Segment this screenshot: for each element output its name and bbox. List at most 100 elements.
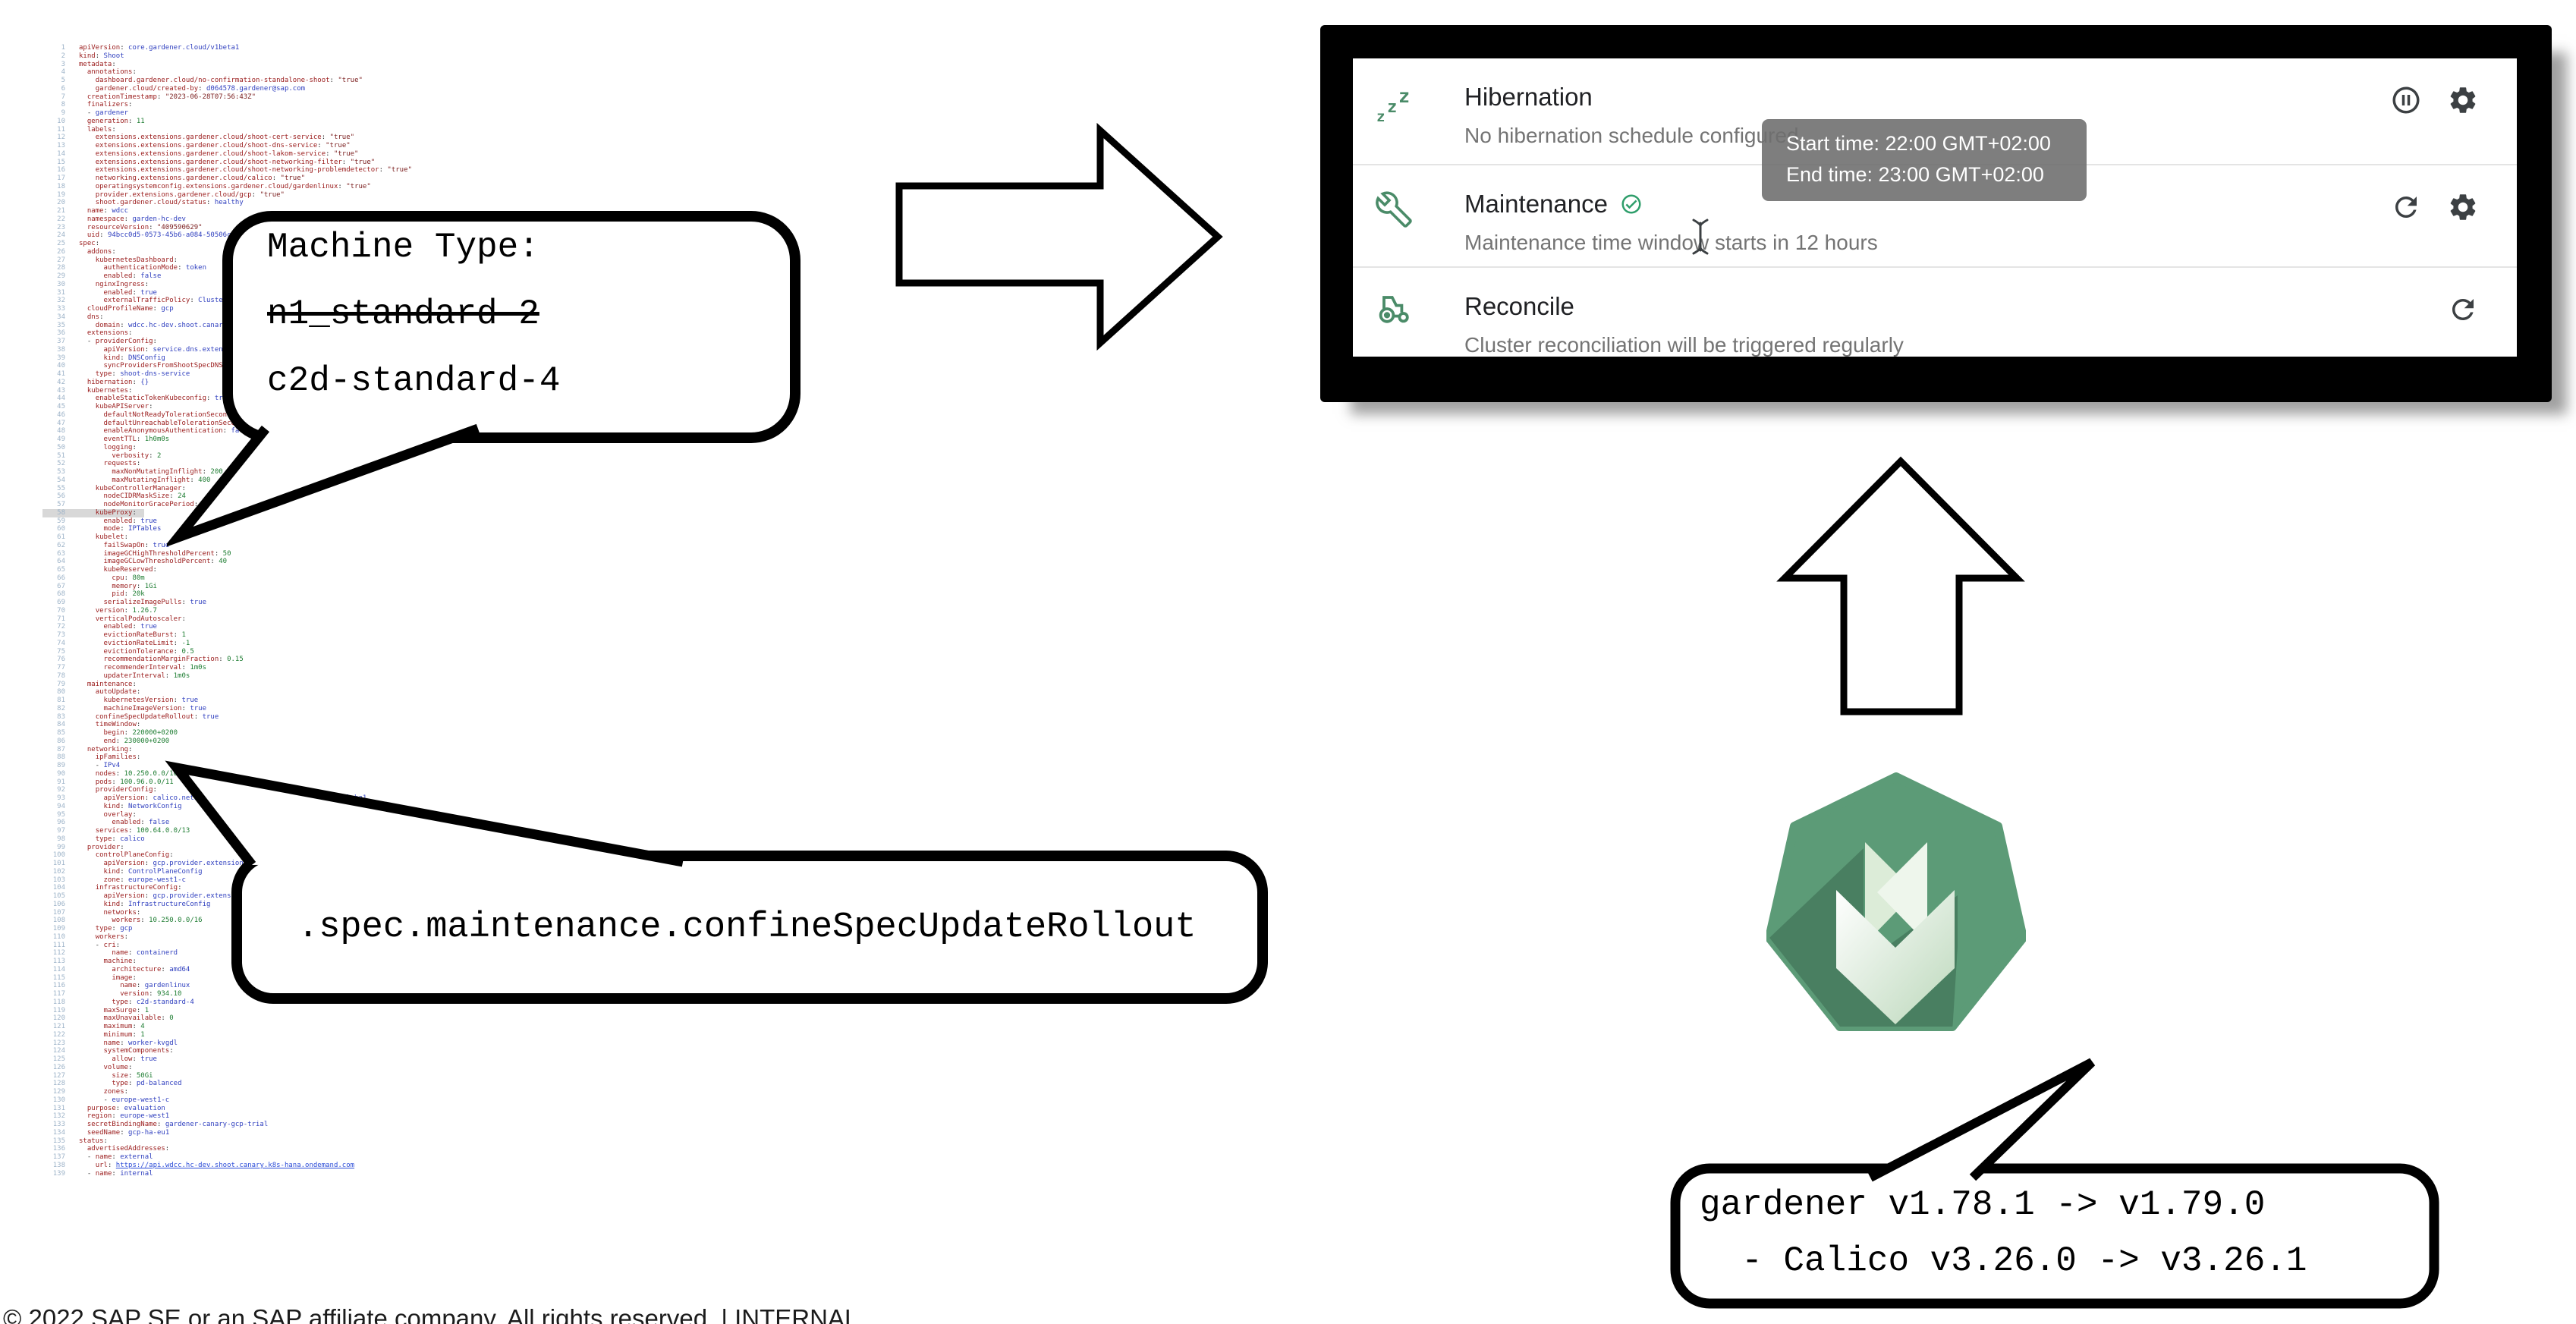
gardener-logo xyxy=(1766,772,2026,1031)
code-line: 26 addons: xyxy=(57,247,116,256)
code-line: 53 maxNonMutatingInflight: 200 xyxy=(57,468,223,476)
code-line: 9 - gardener xyxy=(61,109,129,117)
code-line: 132 region: europe-west1 xyxy=(52,1112,170,1121)
code-line: 41 type: shoot-dns-service xyxy=(57,370,190,378)
code-line: 5 dashboard.gardener.cloud/no-confirmati… xyxy=(61,77,363,84)
refresh-icon xyxy=(2395,197,2417,218)
code-line: 81 kubernetesVersion: true xyxy=(57,697,199,704)
code-line: 127 size: 50Gi xyxy=(52,1071,153,1080)
code-line: 89 - IPv4 xyxy=(57,762,121,769)
row-reconcile: Reconcile Cluster reconciliation will be… xyxy=(1353,266,2517,358)
code-line: 62 failSwapOn: true xyxy=(57,541,170,549)
code-line: 36 extensions: xyxy=(57,329,133,338)
code-line: 34 dns: xyxy=(57,313,104,321)
code-line: 78 updaterInterval: 1m0s xyxy=(57,671,190,680)
slide-footer: © 2022 SAP SE or an SAP affiliate compan… xyxy=(3,1304,859,1324)
code-line: 52 requests: xyxy=(57,460,141,468)
code-line: 86 end: 230000+0200 xyxy=(57,737,170,745)
code-line: 39 kind: DNSConfig xyxy=(57,354,165,362)
code-line: 61 kubelet: xyxy=(57,533,129,541)
machine-type-old-value: n1_standard-2 xyxy=(267,294,539,334)
code-line: 129 zones: xyxy=(52,1088,129,1096)
code-line: 110 workers: xyxy=(52,932,129,941)
code-line: 50 logging: xyxy=(57,443,137,451)
code-line: 15 extensions.extensions.gardener.cloud/… xyxy=(57,158,376,166)
code-line: 118 type: c2d-standard-4 xyxy=(52,998,194,1006)
code-line: 69 serializeImagePulls: true xyxy=(57,599,206,606)
code-line: 16 extensions.extensions.gardener.cloud/… xyxy=(57,166,412,175)
versions-line2: - Calico v3.26.0 -> v3.26.1 xyxy=(1700,1241,2307,1281)
code-line: 4 annotations: xyxy=(61,68,137,77)
cluster-actions-panel: z z z Hibernation No hibernation schedul… xyxy=(1320,25,2552,402)
code-line: 133 secretBindingName: gardener-canary-g… xyxy=(52,1121,269,1128)
code-line: 122 minimum: 1 xyxy=(52,1030,145,1039)
row-subtitle: Maintenance time window starts in 12 hou… xyxy=(1464,231,1878,254)
code-line: 10 generation: 11 xyxy=(57,117,145,125)
svg-text:z: z xyxy=(1398,87,1410,107)
code-line: 112 name: containerd xyxy=(52,949,178,958)
code-line: 60 mode: IPTables xyxy=(57,525,162,533)
code-line: 45 kubeAPIServer: xyxy=(57,403,153,410)
maintenance-settings-button[interactable] xyxy=(2447,191,2479,223)
hibernate-now-button[interactable] xyxy=(2390,84,2422,116)
row-subtitle: Cluster reconciliation will be triggered… xyxy=(1464,333,1904,357)
code-line: 87 networking: xyxy=(57,745,133,753)
code-line: 124 systemComponents: xyxy=(52,1047,174,1055)
code-line: 80 autoUpdate: xyxy=(57,688,141,697)
code-line: 134 seedName: gcp-ha-eu1 xyxy=(52,1128,170,1137)
code-line: 68 pid: 20k xyxy=(57,590,145,599)
zzz-icon: z z z xyxy=(1376,87,1410,124)
code-line: 30 nginxIngress: xyxy=(57,280,149,288)
code-line: 13 extensions.extensions.gardener.cloud/… xyxy=(57,142,351,149)
gear-icon xyxy=(2450,87,2476,113)
code-line: 116 name: gardenlinux xyxy=(52,982,190,990)
code-line: 51 verbosity: 2 xyxy=(57,451,162,460)
code-line: 138 url: https://api.wdcc.hc-dev.shoot.c… xyxy=(52,1161,355,1169)
code-line: 75 evictionTolerance: 0.5 xyxy=(57,647,194,656)
code-line: 84 timeWindow: xyxy=(57,721,141,729)
code-line: 6 gardener.cloud/created-by: d064578.gar… xyxy=(61,84,306,93)
reconcile-trigger-button[interactable] xyxy=(2447,294,2479,325)
code-line: 117 version: 934.10 xyxy=(52,990,182,998)
code-line: 83 confineSpecUpdateRollout: true xyxy=(57,712,219,721)
row-subtitle: No hibernation schedule configured xyxy=(1464,124,1799,147)
code-line: 67 memory: 1Gi xyxy=(57,582,157,590)
code-line: 49 eventTTL: 1h0m0s xyxy=(57,436,170,443)
code-line: 91 pods: 100.96.0.0/11 xyxy=(57,778,174,786)
maintenance-trigger-button[interactable] xyxy=(2390,191,2422,223)
hibernation-settings-button[interactable] xyxy=(2447,84,2479,116)
code-line: 32 externalTrafficPolicy: Cluster xyxy=(57,297,228,305)
tooltip-start-time: Start time: 22:00 GMT+02:00 xyxy=(1786,132,2051,155)
code-line: 96 enabled: false xyxy=(57,819,170,827)
spec-path-bubble xyxy=(165,760,1268,1004)
code-line: 100 controlPlaneConfig: xyxy=(52,851,174,860)
code-line: 79 maintenance: xyxy=(57,680,137,688)
code-line: 29 enabled: false xyxy=(57,272,162,280)
code-line: 139 - name: internal xyxy=(52,1169,153,1178)
code-line: 65 kubeReserved: xyxy=(57,566,157,574)
code-line: 58 kubeProxy: xyxy=(42,508,144,517)
svg-text:z: z xyxy=(1376,108,1385,124)
code-line: 72 enabled: true xyxy=(57,623,157,631)
code-line: 103 zone: europe-west1-c xyxy=(52,876,186,884)
code-line: 130 - europe-west1-c xyxy=(52,1096,170,1104)
code-line: 121 maximum: 4 xyxy=(52,1023,145,1030)
text-cursor-icon xyxy=(1692,219,1709,255)
code-line: 20 shoot.gardener.cloud/status: healthy xyxy=(57,199,244,207)
code-line: 19 provider.extensions.gardener.cloud/gc… xyxy=(57,190,285,199)
code-line: 43 kubernetes: xyxy=(57,386,133,395)
spec-path-text: .spec.maintenance.confineSpecUpdateRollo… xyxy=(297,907,1197,948)
code-line: 64 imageGCLowThresholdPercent: 40 xyxy=(57,558,228,566)
code-line: 131 purpose: evaluation xyxy=(52,1104,165,1112)
code-line: 28 authenticationMode: token xyxy=(57,264,206,272)
code-line: 22 namespace: garden-hc-dev xyxy=(57,215,186,223)
code-line: 115 image: xyxy=(52,973,137,982)
code-line: 119 maxSurge: 1 xyxy=(52,1006,149,1014)
code-line: 88 ipFamilies: xyxy=(57,753,141,762)
code-line: 56 nodeCIDRMaskSize: 24 xyxy=(57,492,186,501)
code-line: 104 infrastructureConfig: xyxy=(52,884,182,892)
code-line: 120 maxUnavailable: 0 xyxy=(52,1014,174,1023)
